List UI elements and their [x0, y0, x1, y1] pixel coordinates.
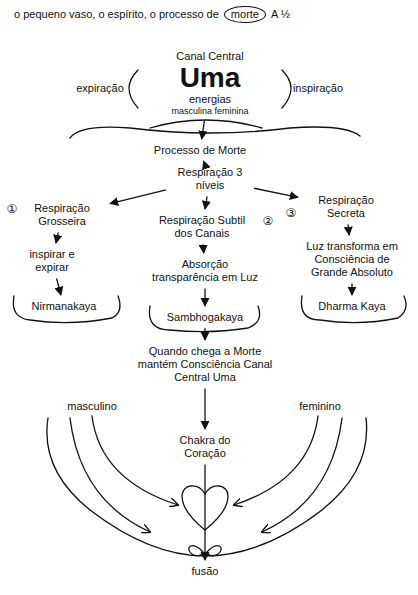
text-node: Chakra do Coração	[162, 432, 248, 462]
text-node: Absorção transparência em Luz	[147, 256, 263, 286]
node-text: Canal Central	[151, 50, 269, 63]
text-node: inspirar e expirar	[16, 246, 88, 276]
feminine-flow	[234, 416, 318, 505]
kaya-bracket	[301, 296, 406, 323]
feminine-flow	[262, 418, 342, 532]
node-text: Chakra do Coração	[165, 434, 245, 460]
note-label: expiração	[76, 82, 124, 95]
node-text: Sambhogakaya	[152, 311, 258, 324]
node-text: Uma	[151, 63, 269, 92]
node-text: Quando chega a Morte mantém Consciência …	[130, 345, 280, 385]
flow-arrow	[110, 190, 166, 204]
text-node: Luz transforma em Consciência de Grande …	[296, 238, 408, 282]
text-node: Processo de Morte	[135, 142, 265, 159]
text-node: Canal CentralUmaenergiasmasculina femini…	[148, 48, 272, 119]
brace-line	[150, 120, 262, 128]
node-text: Respiração Grosseira	[20, 202, 104, 228]
flow-arrow	[203, 244, 205, 253]
node-text: masculina feminina	[151, 106, 269, 117]
node-text: Absorção transparência em Luz	[150, 258, 260, 284]
masculine-flow	[70, 418, 150, 532]
note-label: masculino	[67, 400, 117, 413]
kaya-bracket	[149, 306, 259, 332]
flow-arrow	[56, 232, 58, 243]
flow-arrow	[202, 121, 205, 139]
flow-arrow	[204, 328, 205, 340]
text-node: Respiração 3 níveis	[168, 164, 252, 194]
flow-arrow	[204, 464, 205, 560]
flow-arrow	[351, 284, 352, 295]
callout-number: ①	[7, 202, 18, 216]
flow-arrow	[348, 224, 349, 235]
flow-arrow	[204, 389, 205, 429]
heart-bowl	[47, 418, 367, 556]
flow-arrow	[203, 160, 204, 161]
node-text: Luz transforma em Consciência de Grande …	[299, 240, 405, 280]
text-node: Nirmanakaya	[14, 298, 114, 315]
kaya-bracket	[13, 296, 120, 323]
note-label: o pequeno vaso, o espírito, o processo d…	[14, 8, 219, 21]
heading-line: o pequeno vaso, o espírito, o processo d…	[14, 6, 290, 23]
text-node: Respiração Subtil dos Canais	[146, 212, 258, 242]
text-node: Quando chega a Morte mantém Consciência …	[127, 343, 283, 387]
callout-number: ②	[263, 214, 274, 228]
node-text: Dharma Kaya	[307, 300, 397, 313]
node-text: energias	[151, 93, 269, 106]
flow-arrow	[254, 188, 298, 197]
text-node: Respiração Grosseira	[17, 200, 107, 230]
text-node: Respiração Secreta	[301, 192, 391, 222]
node-text: inspirar e expirar	[19, 248, 85, 274]
circled-word: morte	[224, 6, 266, 23]
masculine-flow	[92, 416, 178, 505]
node-text: Respiração Secreta	[304, 194, 388, 220]
text-node: fusão	[175, 563, 235, 580]
flow-arrow	[204, 288, 205, 306]
note-label: A ½	[271, 8, 290, 21]
node-text: Processo de Morte	[138, 144, 262, 157]
node-text: Respiração Subtil dos Canais	[149, 214, 255, 240]
node-text: Respiração 3 níveis	[171, 166, 249, 192]
node-text: Nirmanakaya	[17, 300, 111, 313]
breath-arc	[282, 70, 291, 108]
node-text: fusão	[178, 565, 232, 578]
flow-arrow	[205, 196, 207, 209]
brace-line	[70, 127, 360, 138]
text-node: Dharma Kaya	[304, 298, 400, 315]
text-node: Sambhogakaya	[149, 309, 261, 326]
callout-number: ③	[286, 206, 297, 220]
note-label: feminino	[299, 400, 341, 413]
breath-arc	[129, 70, 138, 108]
note-label: inspiração	[293, 82, 343, 95]
flow-arrow	[57, 278, 61, 295]
